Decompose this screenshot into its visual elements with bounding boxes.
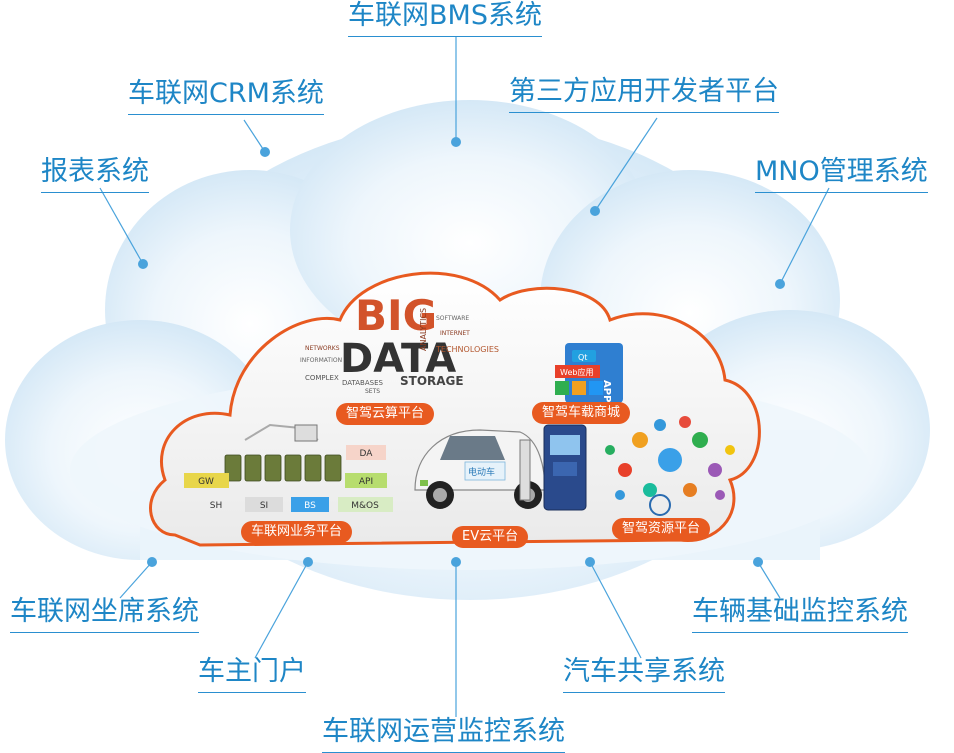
big-data-wordcloud: BIG DATA ANALYTICS TECHNOLOGIES STORAGE …: [300, 291, 499, 395]
pill-app-store: 智驾车载商城: [532, 402, 631, 424]
ev-car: 电动车: [414, 429, 546, 509]
label-mno-system: MNO管理系统: [755, 156, 928, 193]
qt-label: Qt: [578, 353, 587, 362]
label-owner-portal: 车主门户: [198, 656, 306, 693]
wc-word-10: SETS: [365, 388, 380, 395]
tag-bs: BS: [304, 501, 316, 511]
connector-dots: [138, 137, 785, 567]
wc-word-3: STORAGE: [400, 374, 464, 388]
tag-da: DA: [360, 449, 374, 459]
tag-sh: SH: [210, 501, 222, 511]
tag-api: API: [359, 477, 373, 487]
label-report-system: 报表系统: [41, 156, 149, 193]
business-equipment: [224, 423, 342, 482]
label-bms-system: 车联网BMS系统: [348, 0, 542, 37]
tag-gw: GW: [198, 477, 214, 487]
wc-word-7: SOFTWARE: [436, 315, 469, 322]
inner-cloud: [149, 271, 761, 547]
tag-mos: M&OS: [351, 501, 379, 511]
resource-icons: [605, 416, 735, 516]
label-developer-platform: 第三方应用开发者平台: [509, 76, 779, 113]
web-label: Web应用: [560, 367, 593, 377]
connectors: [99, 37, 830, 717]
pill-business-platform: 车联网业务平台: [241, 521, 353, 543]
label-crm-system: 车联网CRM系统: [128, 78, 324, 115]
wc-word-4: DATABASES: [342, 379, 383, 387]
wc-word-9: NETWORKS: [305, 345, 340, 352]
data-word: DATA: [340, 336, 456, 382]
app-label: APP: [601, 380, 612, 402]
ev-car-text: 电动车: [468, 466, 495, 478]
wc-word-2: TECHNOLOGIES: [435, 345, 499, 354]
pill-resource-platform: 智驾资源平台: [612, 518, 711, 540]
tag-si: SI: [260, 501, 268, 511]
app-store-icon: Qt Web应用 APP: [555, 343, 623, 403]
pill-ev-cloud-platform: EV云平台: [452, 526, 529, 548]
big-word: BIG: [355, 291, 437, 340]
wc-word-6: INFORMATION: [300, 357, 342, 364]
wc-word-8: INTERNET: [440, 330, 470, 337]
business-tags: GW DA API SH SI BS M&OS: [184, 445, 393, 512]
label-vehicle-monitor-system: 车辆基础监控系统: [692, 596, 908, 633]
ev-charger: [519, 424, 587, 511]
label-seat-system: 车联网坐席系统: [10, 596, 199, 633]
pill-cloud-compute-platform: 智驾云算平台: [336, 403, 435, 425]
wc-word-5: COMPLEX: [305, 374, 339, 382]
wc-word-1: ANALYTICS: [419, 308, 428, 351]
label-operation-monitor-system: 车联网运营监控系统: [322, 716, 565, 753]
label-car-share-system: 汽车共享系统: [563, 656, 725, 693]
